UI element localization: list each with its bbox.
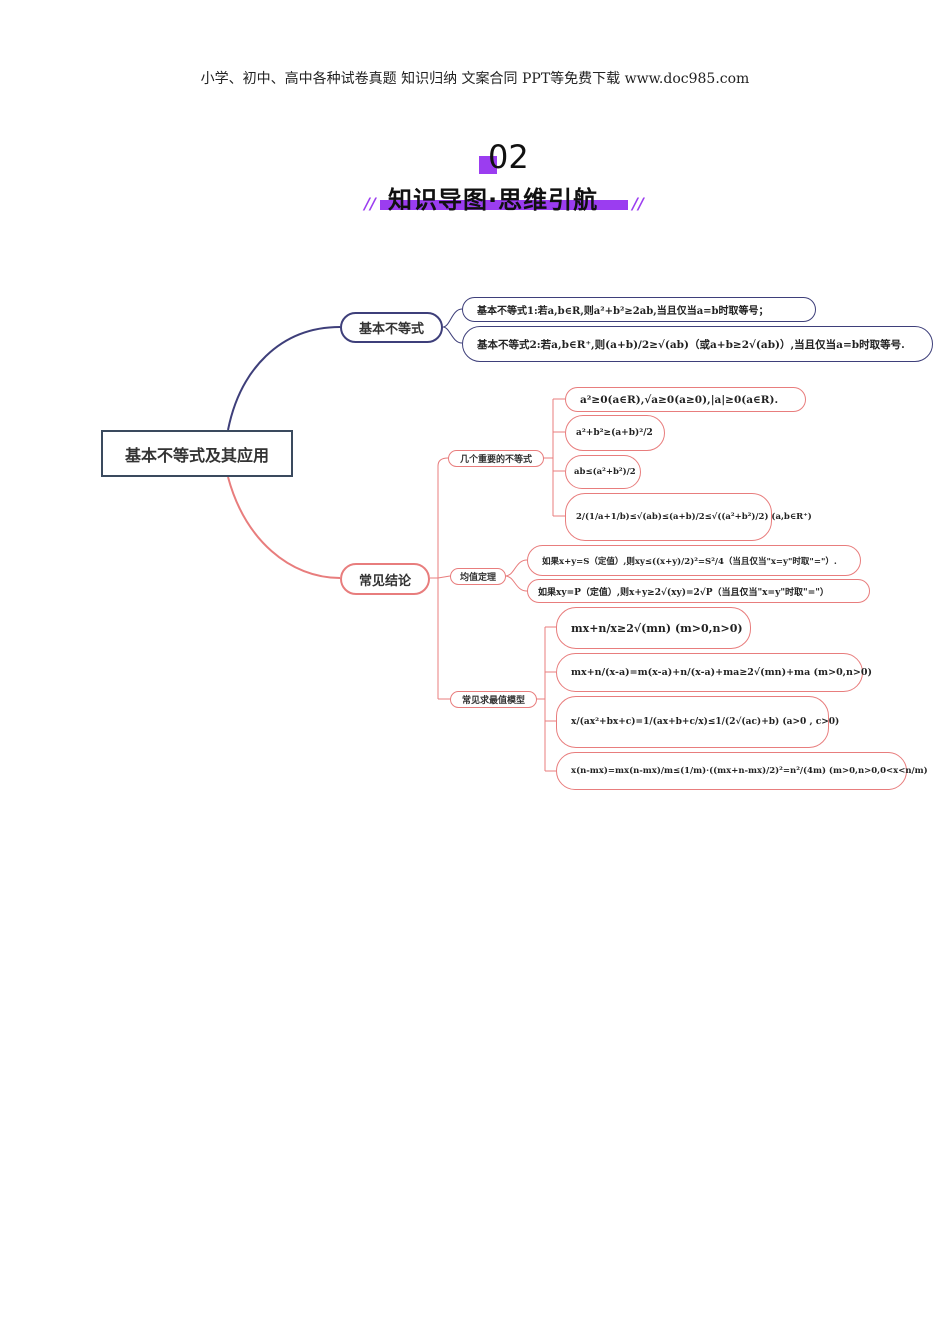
leaf-mean-2: 如果xy=P（定值）,则x+y≥2√(xy)=2√P（当且仅当"x=y"时取"=… [527,579,870,603]
group-extremum-models: 常见求最值模型 [450,691,537,708]
group-mean-theorem: 均值定理 [450,568,506,585]
branch-basic-inequality: 基本不等式 [340,312,443,343]
slash-decoration-right: // [632,194,644,213]
leaf-model-4: x(n-mx)=mx(n-mx)/m≤(1/m)·((mx+n-mx)/2)²=… [556,752,928,790]
leaf-inequality-2: 基本不等式2:若a,b∈R⁺,则(a+b)/2≥√(ab)（或a+b≥2√(ab… [462,326,933,362]
leaf-model-2: mx+n/(x-a)=m(x-a)+n/(x-a)+ma≥2√(mn)+ma (… [556,653,872,692]
leaf-important-4: 2/(1/a+1/b)≤√(ab)≤(a+b)/2≤√((a²+b²)/2) (… [565,493,812,541]
leaf-important-2: a²+b²≥(a+b)²/2 [565,415,665,451]
leaf-mean-1: 如果x+y=S（定值）,则xy≤((x+y)/2)²=S²/4（当且仅当"x=y… [527,545,861,576]
root-node: 基本不等式及其应用 [101,430,293,477]
slash-decoration-left: // [364,194,376,213]
group-important-inequalities: 几个重要的不等式 [448,450,544,467]
title-highlight [380,200,628,210]
connector-branch2 [227,476,341,579]
section-title: 知识导图·思维引航 [388,186,599,214]
section-number-decoration [479,156,497,174]
branch-common-conclusions: 常见结论 [340,563,430,595]
connector-branch1 [227,326,341,431]
page-header: 小学、初中、高中各种试卷真题 知识归纳 文案合同 PPT等免费下载 www.do… [200,71,750,87]
section-number: 02 [488,138,529,176]
leaf-important-3: ab≤(a²+b²)/2 [565,455,641,489]
leaf-important-1: a²≥0(a∈R),√a≥0(a≥0),|a|≥0(a∈R). [565,387,806,412]
leaf-model-1: mx+n/x≥2√(mn) (m>0,n>0) [556,607,751,649]
leaf-inequality-1: 基本不等式1:若a,b∈R,则a²+b²≥2ab,当且仅当a=b时取等号； [462,297,816,322]
leaf-model-3: x/(ax²+bx+c)=1/(ax+b+c/x)≤1/(2√(ac)+b) (… [556,696,839,748]
